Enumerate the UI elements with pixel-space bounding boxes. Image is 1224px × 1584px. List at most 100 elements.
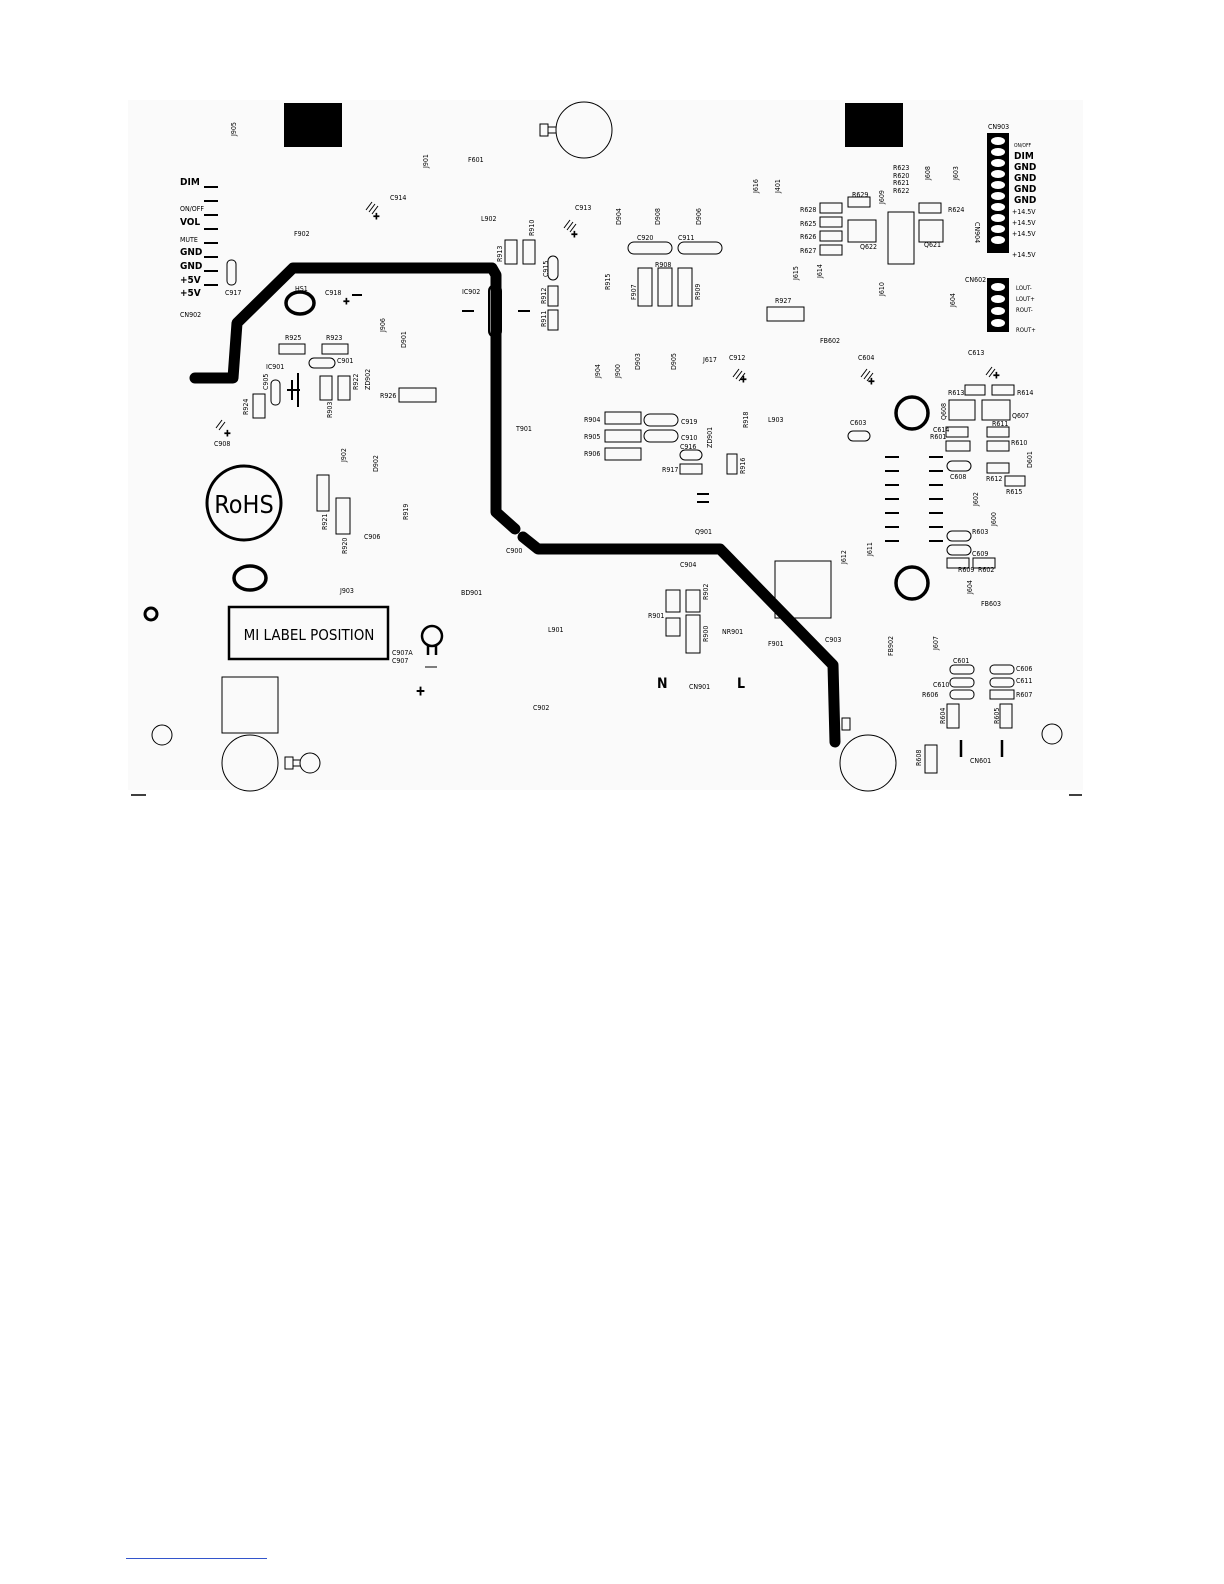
svg-text:J607: J607 (932, 636, 940, 651)
svg-text:+: + (868, 377, 875, 387)
svg-text:J612: J612 (840, 550, 848, 565)
keyhole-icon (420, 624, 444, 655)
mounting-hole-bottom-left (221, 734, 279, 792)
cn602-pin: LOUT+ (1016, 296, 1035, 303)
cn903-pin: GND (1014, 195, 1036, 206)
svg-text:+: + (224, 429, 231, 439)
svg-text:R608: R608 (915, 750, 923, 766)
svg-text:C604: C604 (858, 354, 874, 362)
svg-text:J617: J617 (702, 356, 717, 364)
cn602-pads (991, 283, 1005, 327)
pin-onoff: ON/OFF (180, 205, 204, 213)
svg-text:C920: C920 (637, 234, 653, 242)
rohs-badge (205, 464, 283, 542)
screw-icon (539, 123, 556, 137)
svg-text:R906: R906 (584, 450, 600, 458)
isolation-boundary (189, 262, 521, 535)
svg-text:F902: F902 (294, 230, 310, 238)
svg-text:R611: R611 (992, 420, 1008, 428)
svg-text:IC902: IC902 (462, 288, 480, 296)
svg-text:Q622: Q622 (860, 243, 877, 251)
svg-text:J616: J616 (752, 179, 760, 194)
pin-dim: DIM (180, 177, 200, 188)
svg-text:R628: R628 (800, 206, 816, 214)
svg-text:C902: C902 (533, 704, 549, 712)
svg-text:R901: R901 (648, 612, 664, 620)
svg-text:IC901: IC901 (266, 363, 284, 371)
svg-text:F601: F601 (468, 156, 484, 164)
svg-text:J611: J611 (866, 542, 874, 557)
svg-text:R910: R910 (528, 220, 536, 236)
svg-text:R909: R909 (694, 284, 702, 300)
svg-text:C910: C910 (681, 434, 697, 442)
svg-text:J610: J610 (878, 282, 886, 297)
svg-text:R927: R927 (775, 297, 791, 305)
cn601-label: CN601 (970, 757, 991, 765)
svg-text:T901: T901 (515, 425, 532, 433)
svg-text:R621: R621 (893, 179, 909, 187)
square-pad (221, 676, 279, 734)
mounting-hole-top (555, 101, 613, 159)
svg-text:R916: R916 (739, 458, 747, 474)
mounting-hole-bottom-right (839, 734, 897, 792)
pin-5v: +5V (180, 275, 201, 286)
svg-text:+: + (993, 371, 1000, 381)
cn903-pin: DIM (1014, 151, 1034, 162)
svg-text:+: + (416, 684, 425, 698)
svg-text:J614: J614 (816, 264, 824, 279)
svg-text:D905: D905 (670, 353, 678, 370)
svg-text:R626: R626 (800, 233, 816, 241)
svg-text:C610: C610 (933, 681, 949, 689)
rohs-text: RoHS (214, 490, 273, 519)
svg-text:R904: R904 (584, 416, 600, 424)
svg-text:D903: D903 (634, 353, 642, 370)
svg-text:J615: J615 (792, 266, 800, 281)
svg-text:ZD901: ZD901 (706, 427, 714, 448)
svg-text:J608: J608 (924, 166, 932, 181)
svg-text:R606: R606 (922, 691, 938, 699)
ring-hole-613 (894, 395, 930, 431)
left-connector-pins (204, 186, 218, 286)
svg-text:L903: L903 (768, 416, 784, 424)
svg-text:R603: R603 (972, 528, 988, 536)
svg-text:J609: J609 (878, 190, 886, 205)
svg-text:C606: C606 (1016, 665, 1032, 673)
small-hole (1041, 723, 1063, 745)
svg-text:C917: C917 (225, 289, 241, 297)
svg-text:R605: R605 (993, 708, 1001, 724)
board-area (128, 100, 1083, 790)
screw-icon (284, 756, 300, 770)
screw-icon (841, 717, 851, 731)
svg-text:R622: R622 (893, 187, 909, 195)
svg-text:C912: C912 (729, 354, 745, 362)
isolation-boundary (517, 531, 841, 748)
svg-text:R905: R905 (584, 433, 600, 441)
refdes-labels: J905 F601 J901 C914 L902 C913 D904 D908 … (214, 122, 1034, 766)
svg-text:C900: C900 (506, 547, 522, 555)
cn903-pads (991, 137, 1005, 244)
svg-text:+: + (373, 212, 380, 222)
svg-text:R627: R627 (800, 247, 816, 255)
svg-text:D904: D904 (615, 208, 623, 225)
svg-text:R920: R920 (341, 538, 349, 554)
svg-text:F901: F901 (768, 640, 784, 648)
svg-text:R908: R908 (655, 261, 671, 269)
svg-text:FB603: FB603 (981, 600, 1001, 608)
cn903-pin: +14.5V (1012, 219, 1036, 227)
svg-text:C614: C614 (933, 426, 949, 434)
svg-text:C911: C911 (678, 234, 694, 242)
cn903-label: CN903 (988, 123, 1009, 131)
electrolytic-cap-icons: + + + + + + + + (215, 201, 1000, 699)
svg-text:R918: R918 (742, 412, 750, 428)
svg-text:BD901: BD901 (461, 589, 482, 597)
svg-text:J604: J604 (949, 293, 957, 308)
footer-rule (126, 1558, 267, 1559)
svg-text:J901: J901 (422, 154, 430, 169)
heat-block-left (284, 103, 342, 147)
cn903-pin: GND (1014, 173, 1036, 184)
svg-text:C903: C903 (825, 636, 841, 644)
svg-text:C601: C601 (953, 657, 969, 665)
svg-text:NR901: NR901 (722, 628, 743, 636)
svg-text:J904: J904 (594, 364, 602, 379)
